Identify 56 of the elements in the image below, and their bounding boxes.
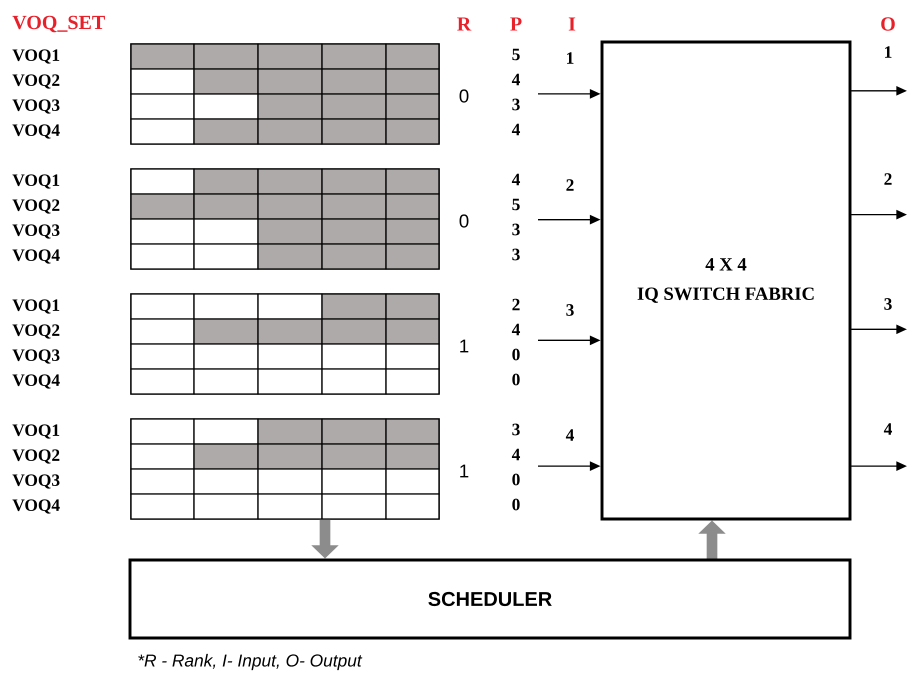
column-header: P <box>510 17 522 31</box>
column-header: I <box>568 17 576 31</box>
priority-value: 3 <box>512 98 520 110</box>
queue-grid <box>130 43 440 145</box>
queue-label: VOQ2 <box>12 199 60 214</box>
priority-value: 3 <box>512 224 520 236</box>
priority-value: 4 <box>512 324 520 336</box>
queue-label: VOQ4 <box>12 249 60 264</box>
rank-value: 1 <box>460 464 468 478</box>
queue-label: VOQ4 <box>12 374 60 389</box>
priority-value: 2 <box>512 298 520 310</box>
scheduler-box: SCHEDULER <box>128 558 852 640</box>
queue-label: VOQ3 <box>12 349 60 364</box>
priority-value: 0 <box>512 348 520 360</box>
column-header: VOQ_SET <box>12 16 105 32</box>
output-number: 2 <box>884 173 892 185</box>
queue-label: VOQ3 <box>12 474 60 489</box>
priority-value: 5 <box>512 198 520 210</box>
queue-label: VOQ4 <box>12 499 60 514</box>
footnote: *R - Rank, I- Input, O- Output <box>138 654 362 670</box>
priority-value: 4 <box>512 174 520 186</box>
column-header: R <box>457 17 472 31</box>
queue-label: VOQ3 <box>12 224 60 239</box>
priority-value: 4 <box>512 74 520 86</box>
queue-grid <box>130 168 440 270</box>
priority-value: 0 <box>512 374 520 386</box>
switch-fabric-box: 4 X 4 IQ SWITCH FABRIC <box>600 40 852 520</box>
output-number: 4 <box>884 423 892 435</box>
queue-grid <box>130 293 440 395</box>
priority-value: 5 <box>512 48 520 60</box>
queue-label: VOQ2 <box>12 449 60 464</box>
priority-value: 0 <box>512 474 520 486</box>
column-header: O <box>881 17 895 31</box>
rank-value: 1 <box>460 340 468 352</box>
priority-value: 3 <box>512 424 520 436</box>
input-number: 3 <box>566 304 574 316</box>
priority-value: 3 <box>512 248 520 260</box>
output-number: 1 <box>885 46 892 58</box>
queue-label: VOQ2 <box>12 74 60 89</box>
rank-value: 0 <box>460 214 468 228</box>
queue-label: VOQ1 <box>12 49 60 64</box>
input-number: 2 <box>566 179 574 191</box>
queue-label: VOQ3 <box>12 99 60 114</box>
queue-label: VOQ2 <box>12 324 60 339</box>
input-number: 1 <box>567 52 574 64</box>
priority-value: 4 <box>512 448 520 460</box>
priority-value: 0 <box>512 498 520 510</box>
queue-label: VOQ1 <box>12 174 60 189</box>
priority-value: 4 <box>512 124 520 136</box>
output-number: 3 <box>884 298 892 310</box>
input-number: 4 <box>566 429 574 441</box>
queue-label: VOQ1 <box>12 424 60 439</box>
queue-label: VOQ4 <box>12 124 60 139</box>
rank-value: 0 <box>460 89 468 103</box>
queue-grid <box>130 418 440 520</box>
queue-label: VOQ1 <box>12 299 60 314</box>
